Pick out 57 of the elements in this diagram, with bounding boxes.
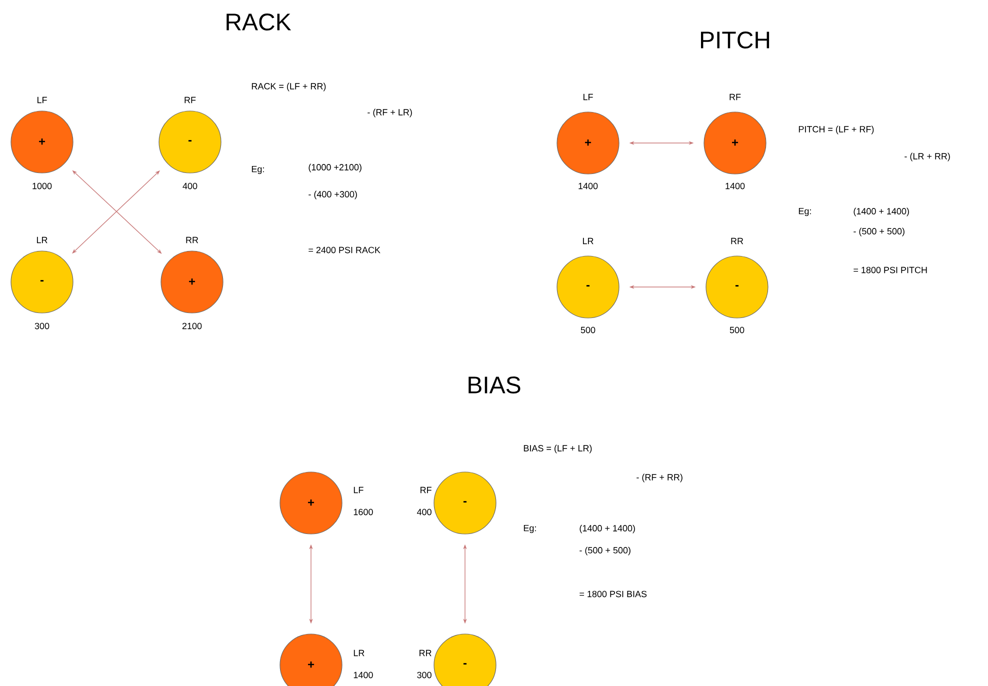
circle-node: - (434, 634, 496, 686)
circle-node: - (10, 250, 74, 314)
pressure-value: 1600 (354, 508, 373, 516)
formula-text: RACK = (LF + RR) (252, 82, 326, 92)
formula-text: = 1800 PSI PITCH (854, 266, 927, 274)
pressure-value: 400 (182, 182, 198, 190)
formula-text: Eg: (524, 524, 536, 534)
pressure-value: 300 (34, 322, 50, 330)
wheel-label: LR (583, 238, 594, 244)
wheel-label: LF (354, 486, 364, 494)
pressure-value: 1400 (354, 672, 373, 678)
wheel-label: LF (38, 96, 47, 104)
formula-text: BIAS = (LF + LR) (524, 444, 592, 454)
circle-node: - (556, 256, 620, 318)
section-title: PITCH (700, 32, 770, 48)
circle-node: - (158, 110, 222, 174)
circle-node: + (280, 634, 342, 686)
formula-text: (1000 +2100) (308, 164, 362, 172)
pressure-value: 500 (580, 326, 596, 334)
pressure-value: 300 (417, 672, 432, 678)
formula-text: - (500 + 500) (854, 228, 904, 236)
formula-text: Eg: (798, 208, 811, 216)
pressure-value: 400 (417, 508, 432, 516)
pressure-value: 1400 (726, 182, 745, 190)
pressure-value: 500 (730, 326, 744, 334)
section-title: RACK (226, 14, 292, 30)
circle-node: - (434, 472, 496, 534)
wheel-label: RR (186, 236, 198, 244)
pressure-value: 2100 (182, 322, 202, 330)
wheel-label: RR (731, 238, 744, 244)
formula-text: PITCH = (LF + RF) (798, 126, 874, 134)
circle-node: + (556, 112, 620, 174)
formula-text: = 2400 PSI RACK (308, 246, 380, 254)
formula-text: - (RF + RR) (636, 474, 682, 482)
section-title: BIAS (468, 376, 520, 394)
pressure-value: 1400 (578, 182, 598, 190)
circle-node: + (280, 472, 342, 534)
formula-text: (1400 + 1400) (854, 208, 909, 216)
formula-text: = 1800 PSI BIAS (580, 590, 647, 598)
wheel-label: LF (584, 94, 593, 100)
formula-text: Eg: (252, 166, 264, 174)
formula-text: (1400 + 1400) (580, 524, 635, 534)
circle-node: + (160, 250, 224, 314)
wheel-label: RF (420, 486, 432, 494)
wheel-label: RR (420, 650, 432, 656)
wheel-label: RF (184, 96, 196, 104)
wheel-label: LR (354, 650, 364, 656)
formula-text: - (400 +300) (308, 190, 357, 200)
formula-text: - (500 + 500) (580, 546, 630, 556)
wheel-label: LR (36, 236, 48, 244)
pressure-value: 1000 (32, 182, 52, 190)
wheel-label: RF (730, 94, 741, 100)
formula-text: - (RF + LR) (368, 108, 412, 118)
circle-node: + (704, 112, 766, 174)
circle-node: + (10, 110, 74, 174)
circle-node: - (706, 256, 768, 318)
formula-text: - (LR + RR) (904, 152, 950, 162)
